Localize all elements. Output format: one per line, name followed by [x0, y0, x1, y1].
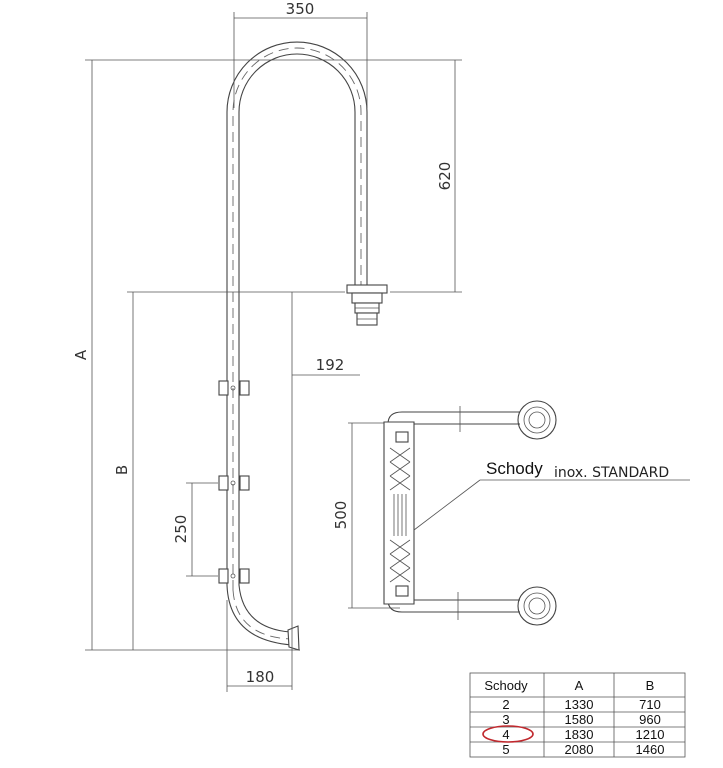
dim-width-top: 350: [286, 0, 315, 18]
table-cell: 3: [502, 712, 509, 727]
table-cell: 960: [639, 712, 661, 727]
wall-flange-bottom: [517, 586, 557, 626]
table-cell: 1830: [565, 727, 594, 742]
table-cell: 1330: [565, 697, 594, 712]
highlight-ellipse: [482, 725, 534, 743]
dimension-table: Schody A B 2 1330 710 3 1580 960 4 1830 …: [469, 672, 686, 758]
step-bracket-3: [218, 568, 250, 584]
step-bracket-2: [218, 475, 250, 491]
table-header-schody: Schody: [484, 678, 528, 693]
ladder-top-view: [383, 400, 557, 626]
anchor-socket: [346, 284, 388, 326]
table-cell: 2: [502, 697, 509, 712]
table-cell: 710: [639, 697, 661, 712]
table-cell-highlighted: 4: [502, 727, 509, 742]
dim-step-height: B: [113, 465, 131, 475]
dimension-lines: [85, 12, 462, 692]
dim-total-height: A: [72, 349, 90, 360]
table-cell: 1460: [636, 742, 665, 757]
table-header-a: A: [575, 678, 584, 693]
table-header-b: B: [646, 678, 655, 693]
label-main: Schody: [486, 459, 543, 478]
label-leader: [413, 479, 481, 531]
step-bracket-1: [218, 380, 250, 396]
wall-flange-top: [517, 400, 557, 440]
table-cell: 2080: [565, 742, 594, 757]
dim-base-depth: 180: [246, 668, 275, 686]
dim-offset-right: 192: [316, 356, 345, 374]
table-cell: 1580: [565, 712, 594, 727]
table-cell: 1210: [636, 727, 665, 742]
table-cell: 5: [502, 742, 509, 757]
dim-step-spacing: 250: [172, 515, 190, 544]
step-tread: [383, 421, 415, 605]
ladder-side-view: [218, 41, 388, 651]
dim-step-width: 500: [332, 501, 350, 530]
dim-height-top: 620: [436, 162, 454, 191]
label-sub: inox. STANDARD: [554, 465, 669, 481]
